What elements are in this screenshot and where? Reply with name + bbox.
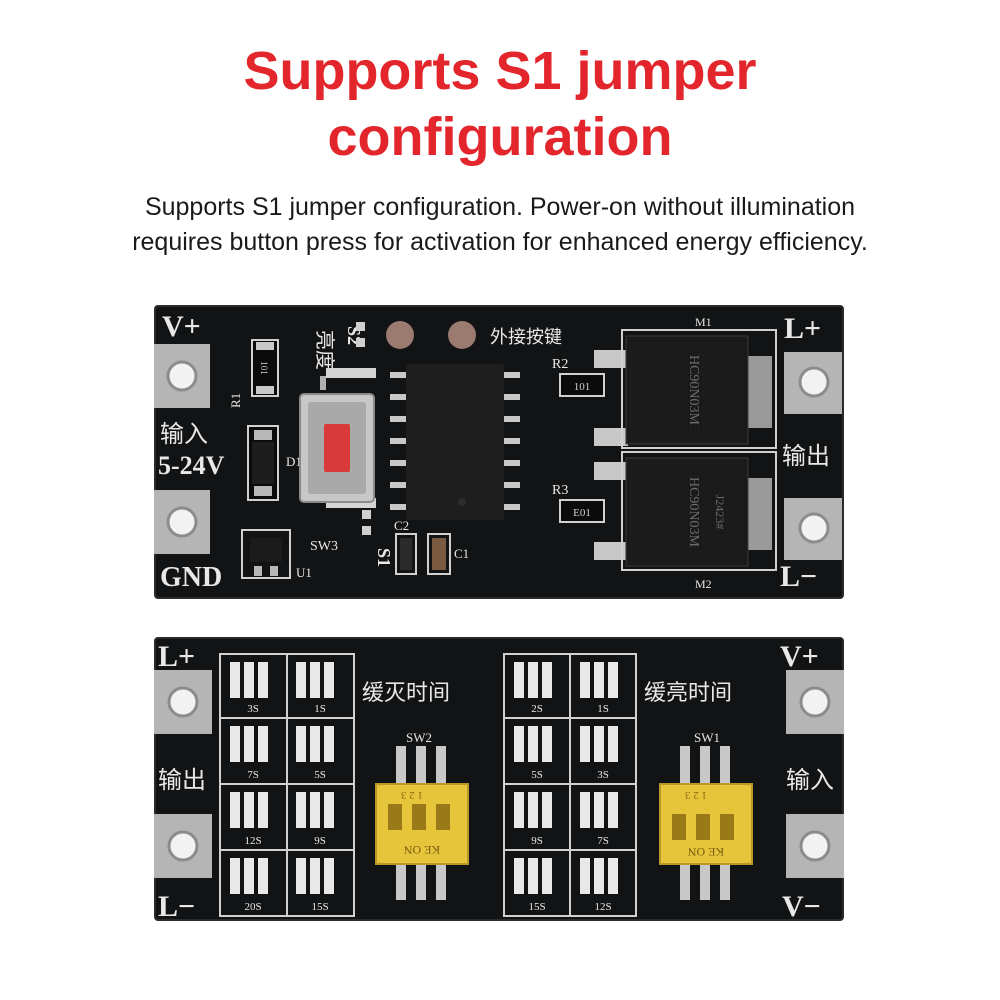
label-input: 输入 bbox=[160, 420, 208, 448]
button-cap bbox=[324, 424, 350, 472]
fade-on-time-grid: 2S 1S 5S 3S 9S 7S 15S 12S bbox=[503, 653, 637, 917]
label-c2: C2 bbox=[394, 518, 409, 533]
mosfet-m1-part: HC90N03M bbox=[686, 355, 701, 426]
label-r3-value: E01 bbox=[573, 507, 591, 519]
ext-key-pad-1 bbox=[386, 321, 414, 349]
label-voltage: 5-24V bbox=[158, 451, 225, 480]
dip-switch-sw1: 1 2 3 KE ON bbox=[659, 746, 753, 900]
label-r1: R1 bbox=[228, 393, 243, 408]
sw1-numbers: 1 2 3 bbox=[685, 789, 708, 801]
fade-off-time-grid: 3S 1S 7S 5S 12S 9S 20S 15S bbox=[219, 653, 355, 917]
mounting-pad-bottom-left bbox=[154, 814, 212, 878]
fade-off-time-3: 5S bbox=[314, 769, 326, 781]
fade-on-time-4: 9S bbox=[531, 835, 543, 847]
label-output: 输出 bbox=[782, 442, 830, 470]
headline-line-1: Supports S1 jumper bbox=[243, 41, 757, 101]
fade-off-time-5: 9S bbox=[314, 835, 326, 847]
mounting-pad-bottom-right bbox=[784, 498, 842, 560]
label-lminus: L− bbox=[158, 890, 195, 923]
sw2-marking: KE ON bbox=[404, 843, 441, 857]
fade-off-time-2: 7S bbox=[247, 769, 259, 781]
fade-off-time-4: 12S bbox=[244, 835, 261, 847]
pcb-bottom-view: L+ 输出 L− V+ 输入 V− 3S 1S 7S 5S 12S 9S 20S… bbox=[154, 637, 844, 923]
fade-on-time-0: 2S bbox=[531, 703, 543, 715]
description-line-2: requires button press for activation for… bbox=[132, 228, 868, 256]
label-r1-value: 101 bbox=[259, 361, 269, 375]
label-m1: M1 bbox=[695, 315, 712, 329]
label-lplus: L+ bbox=[784, 312, 821, 345]
mosfet-m2: HC90N03M J2423# bbox=[594, 451, 777, 571]
label-sw2: SW2 bbox=[406, 730, 432, 745]
label-ext-key: 外接按键 bbox=[490, 327, 562, 348]
mounting-pad-top-right bbox=[786, 670, 844, 734]
resistor-r2 bbox=[559, 373, 605, 397]
jumper-s1 bbox=[362, 510, 371, 535]
label-fade-off: 缓灭时间 bbox=[362, 681, 450, 706]
headline: Supports S1 jumper configuration bbox=[0, 38, 1000, 170]
capacitor-c2 bbox=[395, 533, 417, 575]
mounting-pad-top-left bbox=[154, 670, 212, 734]
fade-on-time-5: 7S bbox=[597, 835, 609, 847]
label-sw1: SW1 bbox=[694, 730, 720, 745]
fade-on-time-3: 3S bbox=[597, 769, 609, 781]
sw2-numbers: 1 2 3 bbox=[401, 789, 424, 801]
label-gnd: GND bbox=[160, 562, 222, 593]
mounting-pad-bottom-left bbox=[154, 490, 210, 554]
sw1-marking: KE ON bbox=[688, 845, 725, 859]
push-button-sw3 bbox=[299, 368, 376, 508]
mounting-pad-top-left bbox=[154, 344, 210, 408]
mounting-pad-top-right bbox=[784, 352, 842, 414]
ext-key-pad-2 bbox=[448, 321, 476, 349]
fade-on-time-1: 1S bbox=[597, 703, 609, 715]
mosfet-m2-batch: J2423# bbox=[713, 495, 727, 530]
fade-on-time-7: 12S bbox=[594, 901, 611, 913]
label-r2: R2 bbox=[552, 357, 568, 372]
label-u1: U1 bbox=[296, 565, 312, 580]
resistor-r3 bbox=[559, 499, 605, 523]
mounting-pad-bottom-right bbox=[786, 814, 844, 878]
jumper-s2 bbox=[356, 322, 365, 347]
label-fade-on: 缓亮时间 bbox=[644, 681, 732, 706]
fade-on-time-2: 5S bbox=[531, 769, 543, 781]
dip-switch-sw2: 1 2 3 KE ON bbox=[375, 746, 469, 900]
mosfet-m2-part: HC90N03M bbox=[686, 477, 701, 548]
fade-off-time-7: 15S bbox=[311, 901, 328, 913]
fade-off-time-0: 3S bbox=[247, 703, 259, 715]
label-r3: R3 bbox=[552, 483, 568, 498]
label-d1: D1 bbox=[286, 454, 302, 469]
label-lplus: L+ bbox=[158, 640, 195, 673]
label-r2-value: 101 bbox=[574, 381, 591, 393]
fade-off-time-1: 1S bbox=[314, 703, 326, 715]
fade-off-time-6: 20S bbox=[244, 901, 261, 913]
label-output: 输出 bbox=[158, 766, 206, 794]
mosfet-m1: HC90N03M bbox=[594, 329, 777, 449]
pcb-top-view: V+ 输入 5-24V GND 101 R1 D1 U1 亮度 S2 SW3 S… bbox=[154, 305, 844, 599]
label-s1: S1 bbox=[374, 548, 394, 567]
description-line-1: Supports S1 jumper configuration. Power-… bbox=[144, 193, 856, 221]
label-brightness: 亮度 bbox=[313, 330, 337, 370]
description: Supports S1 jumper configuration. Power-… bbox=[0, 190, 1000, 260]
label-sw3: SW3 bbox=[310, 539, 338, 554]
capacitor-c1 bbox=[427, 533, 451, 575]
label-vplus: V+ bbox=[162, 310, 201, 343]
label-vminus: V− bbox=[782, 890, 821, 923]
label-m2: M2 bbox=[695, 577, 712, 591]
control-ic bbox=[390, 364, 520, 520]
headline-line-2: configuration bbox=[327, 107, 673, 167]
fade-on-time-6: 15S bbox=[528, 901, 545, 913]
label-c1: C1 bbox=[454, 546, 469, 561]
label-lminus: L− bbox=[780, 560, 817, 593]
label-input: 输入 bbox=[786, 766, 834, 794]
regulator-u1 bbox=[241, 529, 291, 579]
label-vplus: V+ bbox=[780, 640, 819, 673]
